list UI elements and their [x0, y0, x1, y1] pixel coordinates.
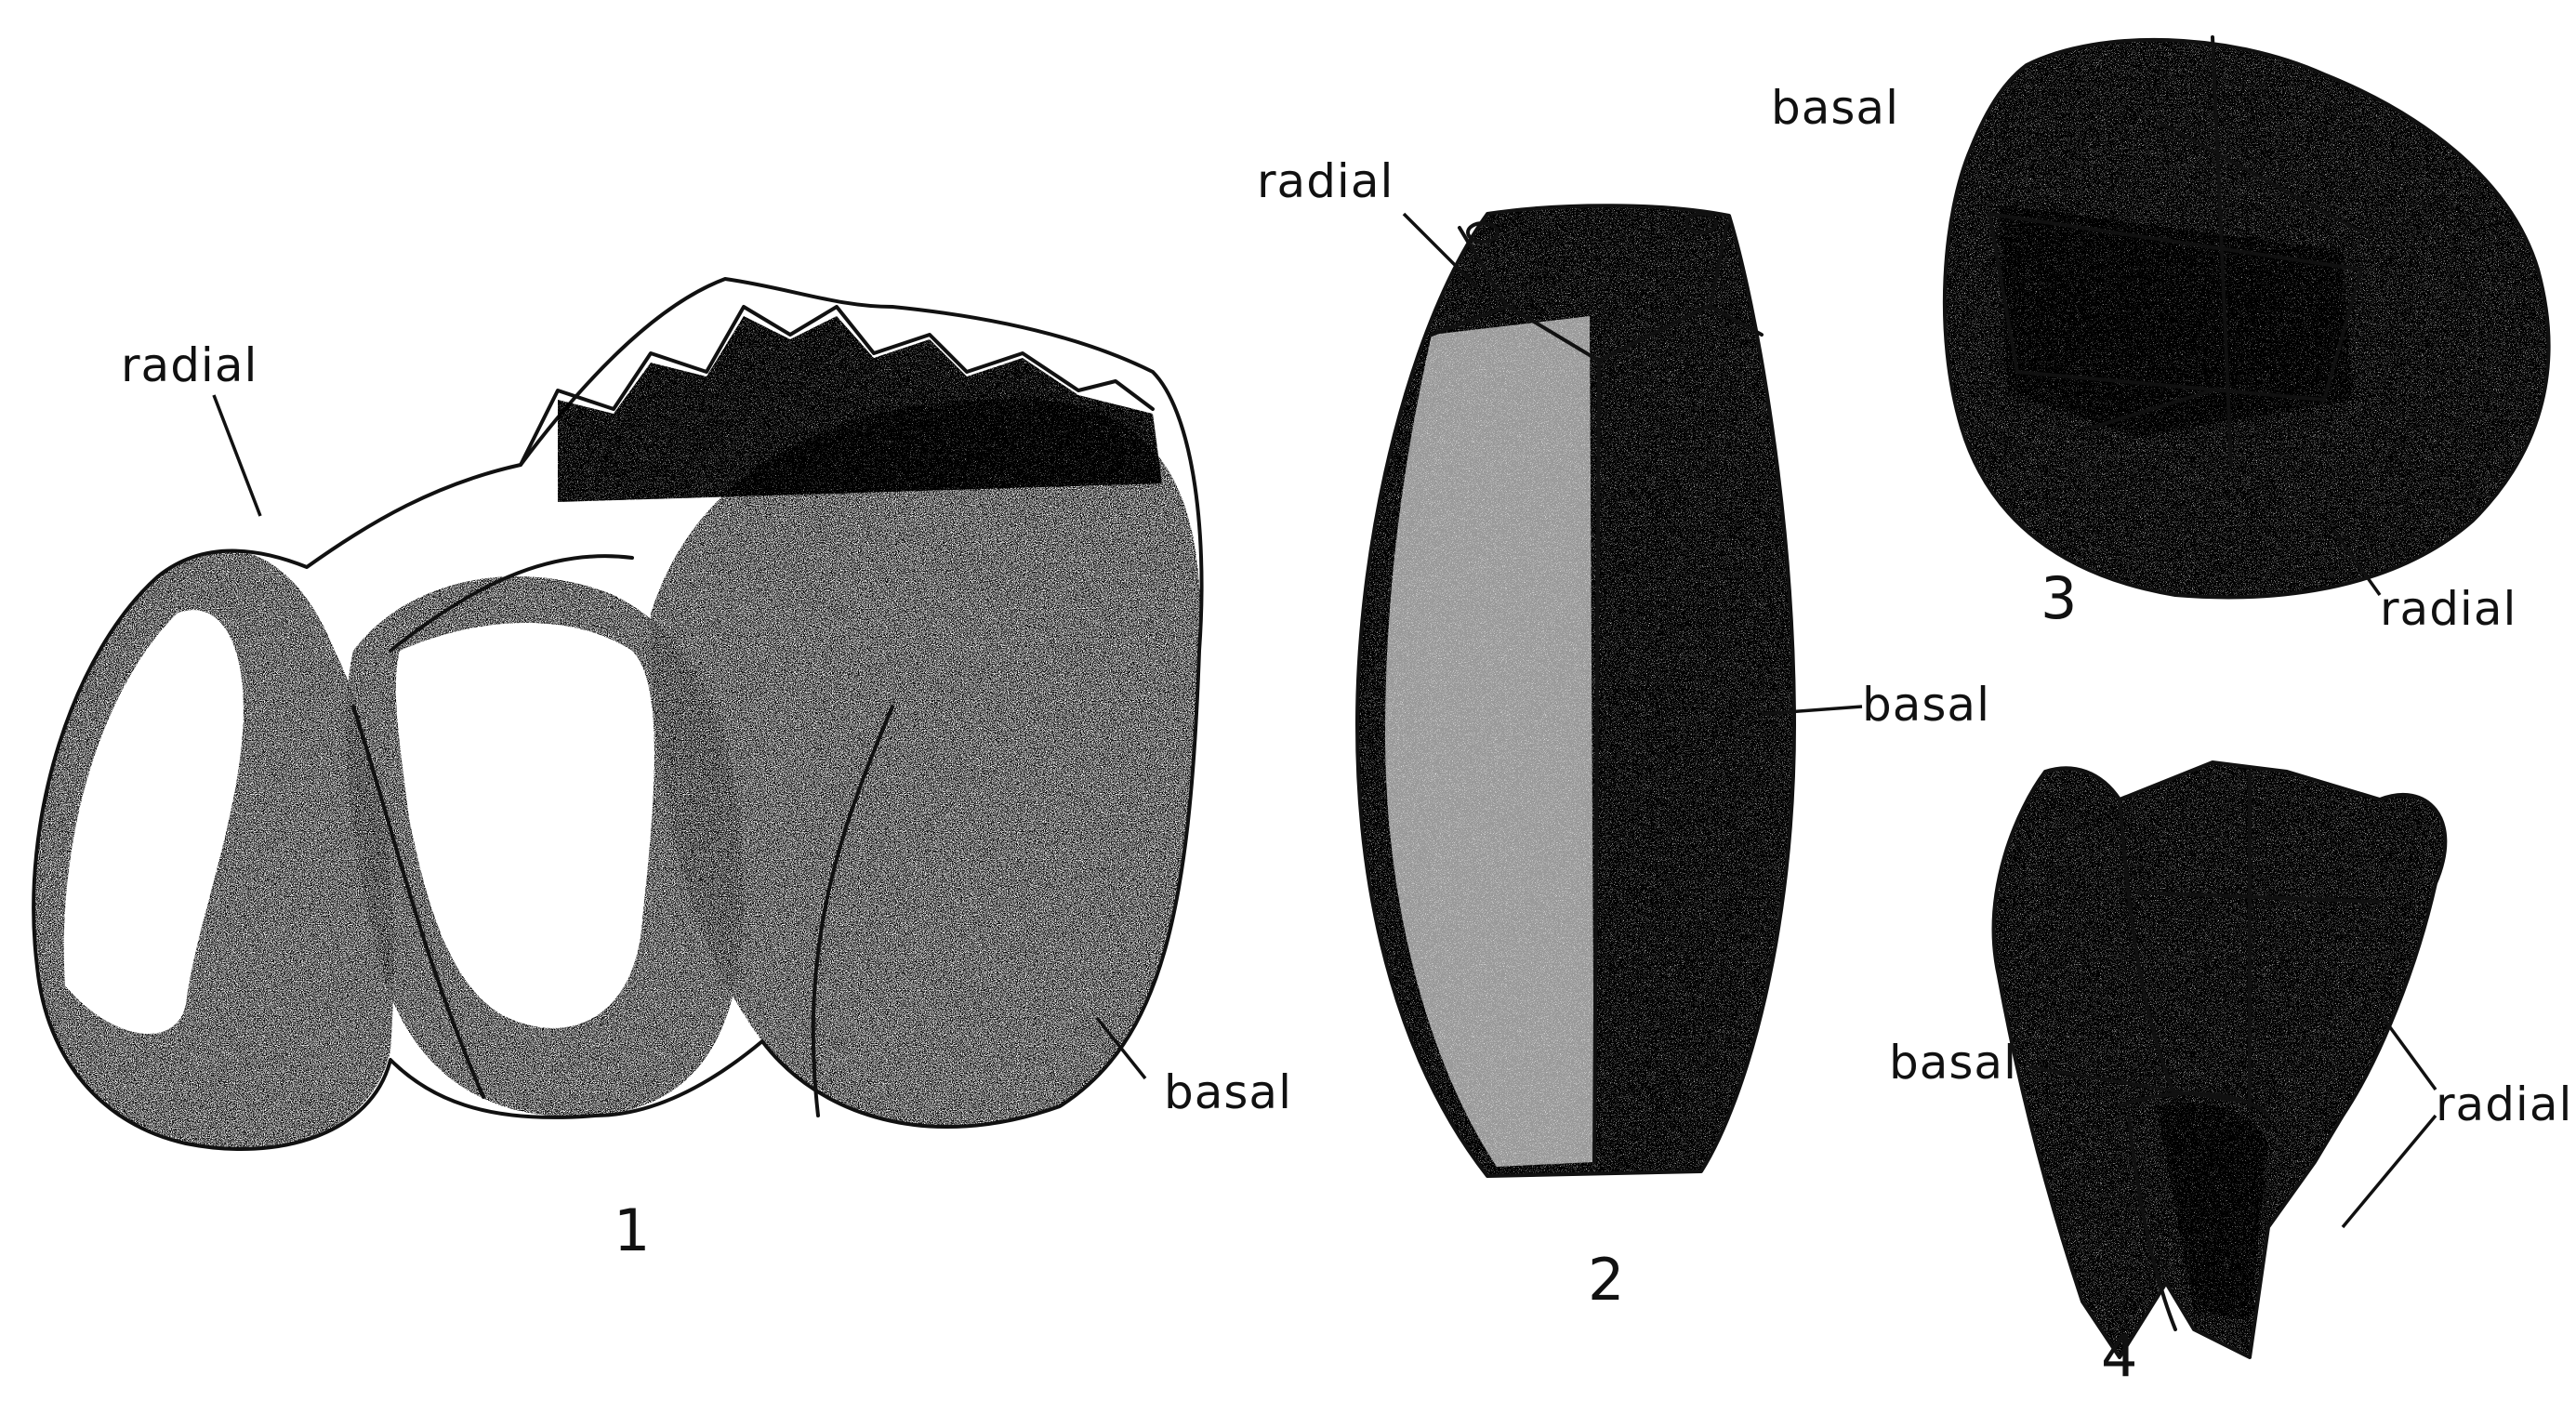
- figure-1: radial basal 1: [33, 279, 1292, 1264]
- figure-1-radial-leader: [214, 395, 260, 516]
- figure-2-number: 2: [1588, 1246, 1624, 1314]
- figure-2-basal-label: basal: [1862, 678, 1990, 732]
- figure-1-radial-label: radial: [121, 338, 258, 392]
- figure-2-radial-label: radial: [1257, 154, 1394, 208]
- figure-4-radial-label: radial: [2436, 1077, 2572, 1131]
- figure-4-number: 4: [2101, 1322, 2137, 1390]
- figure-3-radial-label: radial: [2380, 582, 2517, 636]
- figure-1-basal-plate-shaded: [651, 399, 1200, 1127]
- figure-1-number: 1: [614, 1196, 650, 1264]
- figure-4: basal radial 4: [1889, 762, 2572, 1390]
- figure-1-basal-label: basal: [1164, 1065, 1292, 1119]
- figure-3-basal-label: basal: [1771, 81, 1899, 135]
- figure-3-number: 3: [2041, 564, 2077, 632]
- figure-3: basal radial 3: [1771, 37, 2549, 636]
- figure-4-basal-label: basal: [1889, 1036, 2017, 1090]
- figure-2: radial basal 2: [1257, 154, 1990, 1314]
- figure-4-radial-leader-1: [2380, 1013, 2436, 1090]
- figure-1-arm-shading: [558, 316, 1162, 502]
- figure-4-radial-leader-2: [2343, 1116, 2436, 1227]
